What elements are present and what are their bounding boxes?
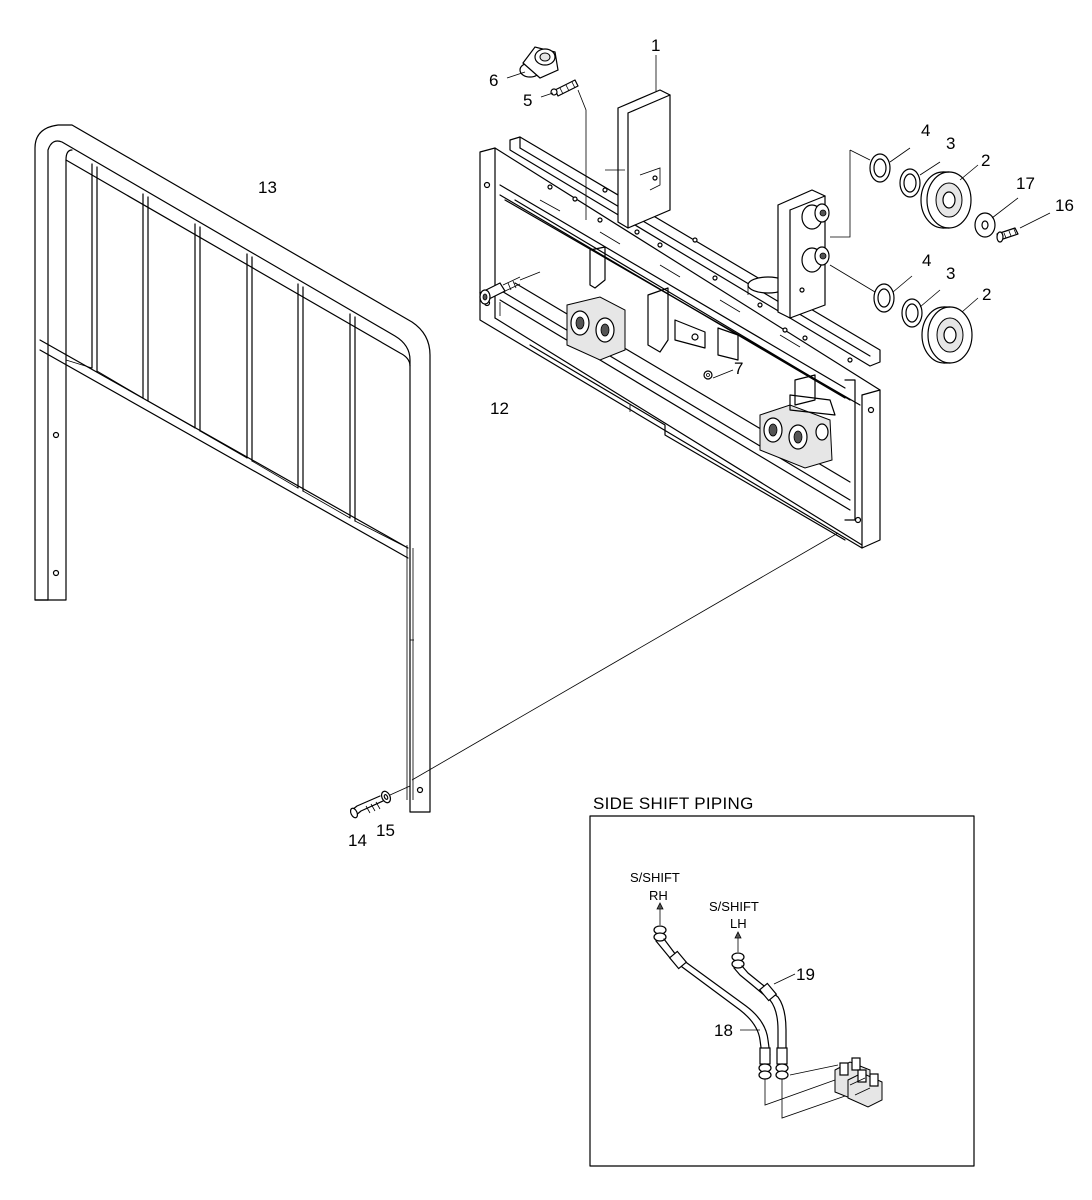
side-shift-piping-inset: SIDE SHIFT PIPING S/SHIFT RH S/SHIFT LH: [589, 794, 975, 1167]
lh-port-label-line1: S/SHIFT: [709, 899, 759, 914]
callout-18: 18: [714, 1021, 733, 1040]
callout-4-upper: 4: [921, 121, 930, 140]
callout-16: 16: [1055, 196, 1074, 215]
callout-17: 17: [1016, 174, 1035, 193]
callout-15: 15: [376, 821, 395, 840]
callout-13: 13: [258, 178, 277, 197]
callout-1: 1: [651, 36, 660, 55]
callout-2-upper: 2: [981, 151, 990, 170]
callout-3-lower: 3: [946, 264, 955, 283]
callout-12: 12: [490, 399, 509, 418]
callout-5: 5: [523, 91, 532, 110]
callout-2-lower: 2: [982, 285, 991, 304]
inset-title: SIDE SHIFT PIPING: [593, 794, 754, 813]
lower-roller-set: [829, 264, 979, 364]
upper-roller-set: [830, 147, 1051, 243]
rh-port-label-line2: RH: [649, 888, 668, 903]
callout-14: 14: [348, 831, 367, 850]
part-12-bolt: [479, 271, 541, 316]
roller-bracket: [777, 189, 830, 319]
bolt-14-washer-15: [349, 785, 411, 819]
leader-7: [712, 369, 734, 379]
callout-19: 19: [796, 965, 815, 984]
callout-6: 6: [489, 71, 498, 90]
rh-port-label-line1: S/SHIFT: [630, 870, 680, 885]
lh-port-label-line2: LH: [730, 916, 747, 931]
load-backrest: [34, 124, 431, 813]
callout-7: 7: [734, 359, 743, 378]
fork-carriage: [479, 136, 881, 549]
part-1-mounting-plate: [605, 55, 671, 229]
assembly-leader-line: [411, 532, 839, 781]
callout-3-upper: 3: [946, 134, 955, 153]
inset-frame: [589, 815, 975, 1167]
part-5-6-fitting: [506, 46, 587, 220]
callout-4-lower: 4: [922, 251, 931, 270]
